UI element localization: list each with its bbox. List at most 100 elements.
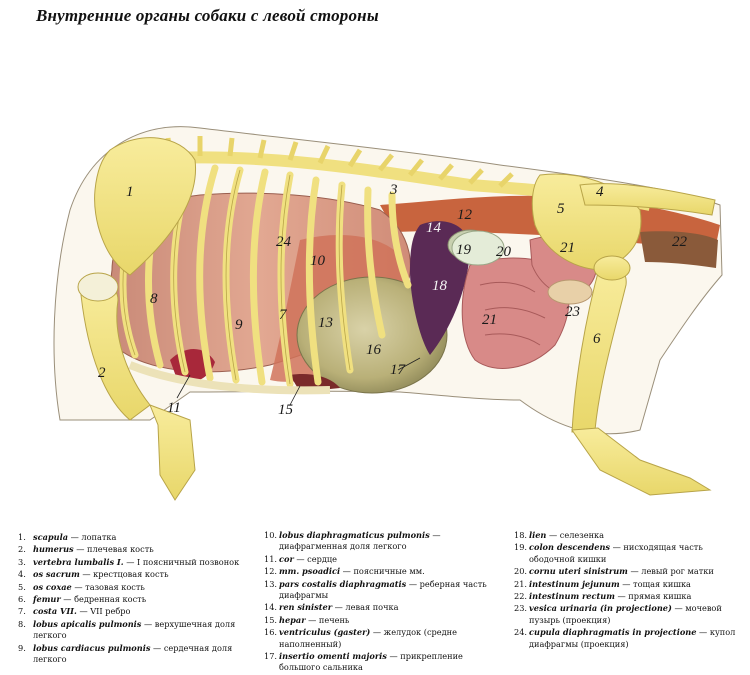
rib-outlines: [122, 167, 351, 385]
legend-text: ventriculus (gaster) — желудок (средне н…: [279, 627, 489, 650]
label-18: 18: [432, 278, 448, 294]
label-19: 19: [456, 242, 472, 258]
legend-russian: — печень: [305, 614, 350, 625]
label-12: 12: [457, 207, 473, 223]
legend-number: 3.: [18, 556, 26, 567]
label-4: 4: [596, 184, 604, 200]
legend-number: 7.: [18, 606, 26, 617]
label-21-bottom: 21: [482, 312, 497, 328]
label-22: 22: [672, 234, 688, 250]
legend-latin: ren sinister: [279, 602, 333, 613]
legend-latin: mm. psoadici: [279, 566, 341, 577]
legend-text: ren sinister — левая почка: [279, 602, 489, 613]
legend-number: 5.: [18, 581, 26, 592]
legend-number: 12.: [264, 566, 278, 577]
legend-entry: 17.insertio omenti majoris — прикреплени…: [264, 651, 489, 674]
legend-entry: 6. femur — бедренная кость: [18, 594, 253, 605]
legend-text: vertebra lumbalis I. — I поясничный позв…: [33, 557, 253, 568]
legend-entry: 2.humerus — плечевая кость: [18, 544, 253, 555]
legend-latin: lobus diaphragmaticus pulmonis: [279, 530, 430, 540]
label-23: 23: [565, 304, 580, 320]
legend-number: 20.: [514, 566, 528, 577]
legend-text: lobus diaphragmaticus pulmonis — диафраг…: [279, 530, 489, 553]
legend-entry: 23.vesica urinaria (in projectione) — мо…: [514, 603, 740, 626]
legend-russian: — нисходящая часть ободочной кишки: [529, 542, 703, 564]
vertebral-processes: [165, 136, 514, 188]
label-6: 6: [593, 331, 601, 347]
legend-russian: — диафрагменная доля легкого: [279, 530, 441, 552]
legend-text: vesica urinaria (in projectione) — мочев…: [529, 603, 740, 626]
legend-text: costa VII. — VII ребро: [33, 606, 253, 617]
legend-entry: 18.lien — селезенка: [514, 530, 740, 541]
label-10: 10: [310, 253, 326, 269]
legend-entry: 1. scapula — лопатка: [18, 532, 253, 543]
label-17: 17: [390, 362, 407, 378]
legend-latin: vesica urinaria (in projectione): [529, 603, 672, 614]
legend-russian: — желудок (средне наполненный): [279, 627, 457, 649]
legend-entry: 10.lobus diaphragmaticus pulmonis — диаф…: [264, 530, 489, 553]
legend-russian: — верхушечная доля легкого: [33, 618, 236, 641]
bladder: [547, 279, 593, 305]
legend-russian: — плечевая кость: [73, 544, 154, 555]
legend-russian: — поясничные мм.: [340, 566, 425, 577]
legend-text: lobus cardiacus pulmonis — сердечная дол…: [33, 643, 253, 666]
label-20: 20: [496, 244, 512, 260]
legend-latin: cornu uteri sinistrum: [529, 566, 628, 577]
legend-text: os sacrum — крестцовая кость: [33, 569, 253, 580]
legend-entry: 11.cor — сердце: [264, 554, 489, 565]
label-13: 13: [318, 315, 333, 331]
legend-number: 16.: [264, 627, 278, 638]
label-2: 2: [98, 365, 106, 381]
label-1: 1: [126, 184, 134, 200]
legend-text: pars costalis diaphragmatis — реберная ч…: [279, 579, 489, 602]
legend-text: colon descendens — нисходящая часть обод…: [529, 542, 740, 565]
legend-number: 13.: [264, 578, 278, 589]
legend-entry: 13.pars costalis diaphragmatis — реберна…: [264, 579, 489, 602]
hip-joint: [593, 255, 631, 281]
legend-text: mm. psoadici — поясничные мм.: [279, 566, 489, 577]
legend-number: 24.: [514, 627, 528, 638]
hindlimb: [571, 427, 712, 496]
legend-number: 1.: [18, 532, 26, 542]
legend-latin: femur: [33, 594, 61, 605]
label-24: 24: [276, 234, 292, 250]
legend-russian: — лопатка: [68, 532, 117, 542]
legend-latin: lien: [529, 530, 547, 540]
legend-russian: — купол диафрагмы (проекция): [529, 627, 736, 649]
legend-russian: — крестцовая кость: [79, 569, 169, 580]
legend-russian: — реберная часть диафрагмы: [279, 578, 487, 601]
legend-number: 6.: [18, 594, 26, 605]
legend-text: femur — бедренная кость: [33, 594, 253, 605]
legend-russian: — мочевой пузырь (проекция): [529, 603, 722, 625]
legend-latin: ventriculus (gaster): [279, 627, 371, 638]
legend-number: 11.: [264, 553, 278, 564]
legend-latin: os sacrum: [33, 569, 80, 580]
legend-number: 19.: [514, 542, 528, 553]
legend-entry: 12.mm. psoadici — поясничные мм.: [264, 566, 489, 577]
legend-latin: intestinum jejunum: [529, 578, 620, 589]
label-3: 3: [389, 182, 398, 198]
label-7: 7: [279, 307, 288, 323]
legend-entry: 21.intestinum jejunum — тощая кишка: [514, 579, 740, 590]
legend-russian: — VII ребро: [76, 606, 131, 617]
legend-latin: scapula: [33, 532, 68, 542]
label-16: 16: [366, 342, 382, 358]
legend-text: intestinum rectum — прямая кишка: [529, 591, 740, 602]
legend-russian: — сердечная доля легкого: [33, 642, 233, 665]
legend-entry: 24.cupula diaphragmatis in projectione —…: [514, 627, 740, 650]
label-8: 8: [150, 291, 158, 307]
legend-latin: pars costalis diaphragmatis: [279, 578, 407, 589]
legend-number: 22.: [514, 591, 528, 602]
scapula: [94, 137, 197, 276]
legend-text: insertio omenti majoris — прикрепление б…: [279, 651, 489, 674]
legend-text: cupula diaphragmatis in projectione — ку…: [529, 627, 740, 650]
legend-text: humerus — плечевая кость: [33, 544, 253, 555]
legend-text: cor — сердце: [279, 554, 489, 565]
legend-latin: lobus cardiacus pulmonis: [33, 642, 151, 653]
legend-latin: insertio omenti majoris: [279, 651, 387, 662]
label-15: 15: [278, 402, 294, 418]
legend-latin: lobus apicalis pulmonis: [33, 618, 142, 629]
legend-latin: cupula diaphragmatis in projectione: [529, 627, 697, 638]
legend-number: 17.: [264, 651, 278, 662]
